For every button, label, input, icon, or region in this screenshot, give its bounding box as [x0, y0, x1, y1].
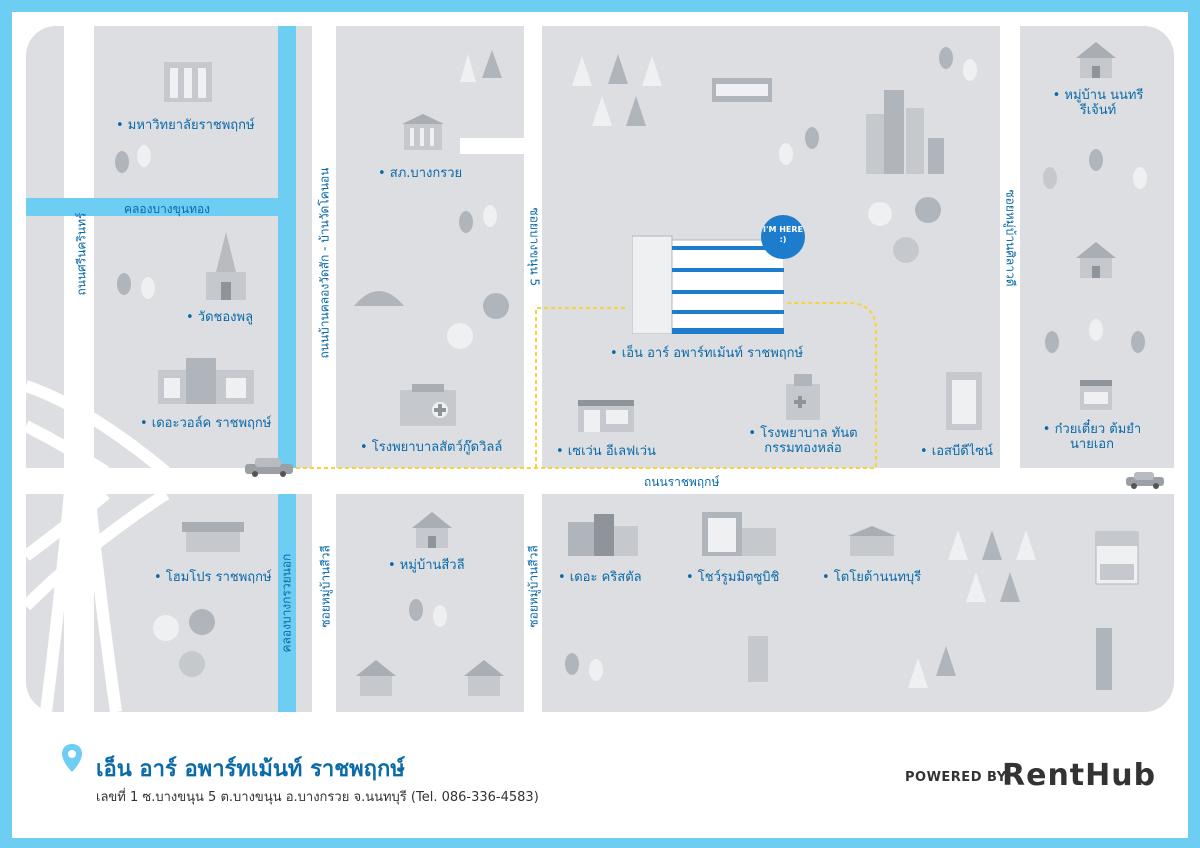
label-apartment: • เอ็น อาร์ อพาร์ทเม้นท์ ราชพฤกษ์ [610, 346, 804, 361]
car-icon [1126, 472, 1164, 489]
label-soi-siwalee-1: ซอยหมู่บ้านสีวลี [318, 545, 333, 628]
temple-icon [206, 232, 246, 300]
round-tree-icon [868, 197, 941, 263]
road-soi-silawadee [1000, 26, 1020, 468]
shophouse-icon [1095, 531, 1139, 585]
canal-bang-kruai [278, 494, 296, 712]
label-dental-hospital: • โรงพยาบาล ทันตกรรมทองหล่อ [748, 426, 858, 456]
label-the-walk: • เดอะวอล์ค ราชพฤกษ์ [140, 416, 272, 431]
label-srinakarin-road: ถนนศรีนครินทร์ [74, 212, 89, 296]
station-building-icon [712, 78, 772, 102]
renthub-logo: RentHub [1002, 758, 1157, 793]
label-seven-eleven: • เซเว่น อีเลฟเว่น [556, 444, 656, 459]
label-university: • มหาวิทยาลัยราชพฤกษ์ [116, 118, 255, 133]
apartment-building-icon [632, 235, 784, 334]
road-soi-bangkhanun-5 [524, 26, 542, 712]
noodle-shop-icon [1080, 380, 1112, 410]
area-map: I'M HERE :) • มหาวิทยาลัยราชพฤกษ์ • สภ.บ… [26, 26, 1174, 712]
condo-icon [748, 636, 768, 682]
tree-icon [908, 646, 956, 688]
university-building-icon [164, 62, 212, 102]
label-showroom: • โชว์รูมมิตซูบิชิ [686, 570, 780, 585]
label-sd-sign: • เอสบีดีไซน์ [920, 444, 993, 459]
dental-hospital-icon [786, 374, 820, 420]
village-house-icon [1076, 42, 1116, 78]
road-ratchaphruek [26, 468, 1174, 494]
hangar-icon [354, 291, 404, 306]
label-bang-kruai-canal: คลองบางกรวยนอก [279, 553, 294, 653]
post-office-icon [402, 114, 444, 150]
tree-icon [948, 530, 1036, 602]
car-icon [245, 458, 293, 477]
skyscraper-icon [866, 90, 944, 174]
interchange-ramps [26, 325, 170, 712]
round-tree-icon [153, 609, 215, 677]
tree-icon [779, 127, 819, 165]
label-homepro: • โฮมโปร ราชพฤกษ์ [154, 570, 272, 585]
label-toyota: • โตโยต้านนทบุรี [822, 570, 922, 585]
label-ratchaphruek-road: ถนนราชพฤกษ์ [644, 475, 720, 489]
seven-eleven-icon [578, 400, 634, 432]
tree-icon [115, 145, 151, 173]
mall-icon [158, 358, 254, 404]
label-village-nonthree: • หมู่บ้าน นนทรีรีเจ้นท์ [1052, 88, 1144, 118]
label-bang-khun-thong-canal: คลองบางขุนทอง [124, 202, 211, 216]
tree-icon [459, 205, 497, 233]
tree-icon [572, 54, 662, 126]
round-tree-icon [447, 293, 509, 349]
label-post-office: • สภ.บางกรวย [378, 166, 463, 181]
apartment-address: เลขที่ 1 ซ.บางขนุน 5 ต.บางขนุน อ.บางกรวย… [96, 790, 539, 805]
apartment-title: เอ็น อาร์ อพาร์ทเม้นท์ ราชพฤกษ์ [96, 757, 405, 782]
route-path [268, 302, 877, 469]
vet-hospital-icon [400, 384, 456, 426]
road-spur [460, 138, 524, 154]
homepro-icon [182, 522, 244, 552]
crystal-mall-icon [568, 514, 638, 556]
road-ban-khlong-wat [312, 26, 336, 712]
label-soi-siwalee-2: ซอยหมู่บ้านสีวลี [526, 545, 541, 628]
tree-icon [117, 273, 155, 299]
office-tower-icon [946, 372, 982, 430]
location-pin-icon [62, 744, 82, 772]
tree-icon [1045, 319, 1145, 353]
powered-by-text: POWERED BY [905, 770, 1007, 785]
house-icon [464, 660, 504, 696]
tree-icon [460, 50, 502, 82]
canal-bang-khun-thong [26, 198, 278, 216]
label-soi-silawadee: ซอยหมู่บ้านศิลาวดี [1003, 189, 1018, 287]
you-are-here-marker: I'M HERE :) [761, 215, 805, 259]
label-village-siwalee: • หมู่บ้านสีวลี [388, 558, 465, 573]
toyota-icon [848, 526, 896, 556]
showroom-icon [702, 512, 776, 556]
tree-icon [939, 47, 977, 81]
house-icon [1076, 242, 1116, 278]
label-vet-hospital: • โรงพยาบาลสัตว์กู๊ดวิลล์ [360, 440, 503, 455]
canal-vertical-north [278, 26, 296, 468]
tower-icon [1096, 628, 1112, 690]
house-icon [356, 660, 396, 696]
tree-icon [409, 599, 447, 627]
label-ban-khlong-wat-road: ถนนบ้านคลองวัดสัก - บ้านวัดโคนอน [317, 167, 332, 359]
label-soi-bangkhanun-5: ซอยบางขนุน 5 [527, 207, 542, 287]
label-temple: • วัดชองพลู [186, 310, 254, 325]
tree-icon [565, 653, 603, 681]
tree-icon [946, 408, 956, 418]
label-the-crystal: • เดอะ คริสตัล [558, 570, 642, 585]
label-noodle-shop: • ก๋วยเตี๋ยว ต้มยำ นายเอก [1042, 422, 1142, 452]
tree-icon [1043, 149, 1147, 189]
village-siwalee-icon [412, 512, 452, 548]
